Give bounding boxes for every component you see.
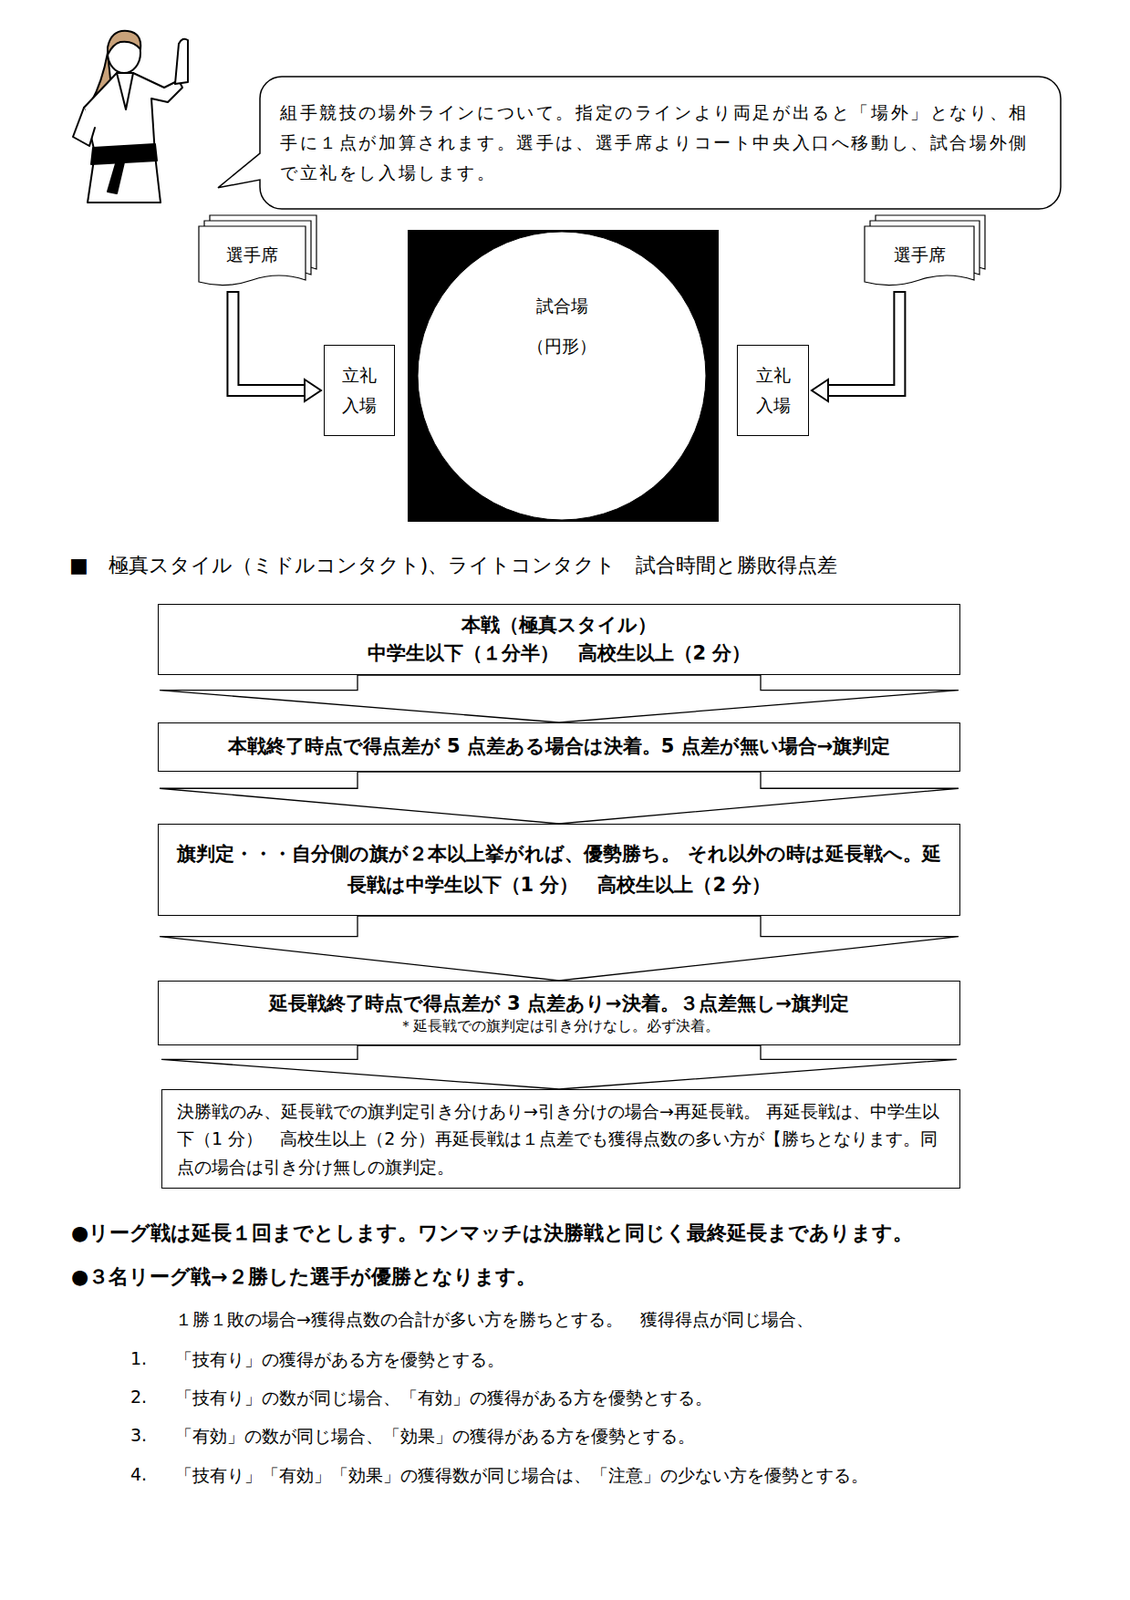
node-text: 立礼 [330,360,389,391]
belt-tail [107,160,125,194]
flow-arrow [159,674,959,723]
node-text: 組手競技の場外ラインについて。指定のラインより両足が出ると「場外」となり、相手に… [279,97,1041,189]
list-number: 3. [130,1424,147,1445]
bullet-note: ●３名リーグ戦→２勝した選手が優勝となります。 [71,1263,537,1291]
node-text: 決勝戦のみ、延長戦での旗判定引き分けあり→引き分けの場合→再延長戦。 再延長戦は… [176,1097,945,1181]
list-number: 2. [130,1386,147,1407]
player-seat: 選手席 [198,226,306,288]
block-arrow [159,674,959,723]
arrow-head [811,379,829,402]
flow-arrow [232,290,322,402]
bow-entry-box: 立礼入場 [323,344,395,436]
flow-box-outline [158,824,962,917]
node-text: 旗判定・・・自分側の旗が２本以上挙がれば、優勢勝ち。 それ以外の時は延長戦へ。延… [176,839,942,901]
footnote-text: ＊延長戦での旗判定は引き分けなし。必ず決着。 [173,1015,945,1037]
flow-box: 本戦（極真スタイル）中学生以下（１分半） 高校生以上（2 分） [157,603,961,675]
bow-entry-box-outline [324,345,396,437]
list-number: 4. [130,1463,147,1484]
karate-figure [72,31,188,203]
player-seat: 選手席 [864,226,975,288]
bullet-note: ●リーグ戦は延長１回までとします。ワンマッチは決勝戦と同じく最終延長まであります… [71,1219,913,1247]
sheet-outline [864,226,975,286]
match-area-circle: 試合場（円形） [415,229,708,522]
node-text: 試合場 [434,286,690,327]
arm [72,107,95,146]
node-text: 選手席 [206,242,299,268]
node-text: 入場 [330,390,389,421]
list-item: 「技有り」の獲得がある方を優勢とする。 [175,1347,505,1372]
node-text: 中学生以下（１分半） 高校生以上（2 分） [173,639,945,669]
bow-entry-box-outline [737,345,810,437]
court-square [407,229,719,522]
hair [107,31,141,55]
node-text: 本戦（極真スタイル） [173,611,945,641]
bow-entry-box: 立礼入場 [736,344,809,436]
flow-arrow [159,915,959,981]
flow-box: 旗判定・・・自分側の旗が２本以上挙がれば、優勢勝ち。 それ以外の時は延長戦へ。延… [157,823,961,916]
flow-box: 本戦終了時点で得点差が 5 点差ある場合は決着。5 点差が無い場合→旗判定 [157,722,961,772]
section-heading: ■ 極真スタイル（ミドルコンタクト)、ライトコンタクト 試合時間と勝敗得点差 [69,551,838,580]
node-text: 延長戦終了時点で得点差が 3 点差あり→決着。３点差無し→旗判定 [173,990,945,1016]
list-number: 1. [130,1347,147,1369]
flow-arrow [159,771,959,824]
node-text: 選手席 [871,242,967,268]
arrow-head [304,379,322,402]
bubble-outline [217,76,1061,209]
note-text: １勝１敗の場合→獲得点数の合計が多い方を勝ちとする。 獲得得点が同じ場合、 [175,1307,814,1332]
arrow-shaft-fill [827,292,900,391]
list-item: 「有効」の数が同じ場合、「効果」の獲得がある方を優勢とする。 [175,1424,695,1449]
arrow-shaft-outline [232,290,305,391]
sheet-outline [198,226,306,286]
block-arrow [159,915,959,981]
list-item: 「技有り」「有効」「効果」の獲得数が同じ場合は、「注意」の少ない方を優勢とする。 [175,1463,869,1488]
speech-bubble: 組手競技の場外ラインについて。指定のラインより両足が出ると「場外」となり、相手に… [259,76,1061,209]
block-arrow [159,771,959,824]
block-arrow [161,1045,957,1089]
node-text: 立礼 [743,360,803,391]
gi-collar [116,72,134,110]
flow-arrow [811,290,900,402]
list-item: 「技有り」の数が同じ場合、「有効」の獲得がある方を優勢とする。 [175,1386,713,1410]
circle-outline [417,231,706,520]
gi-body [83,72,183,203]
raised-hand [175,39,188,84]
node-text: 入場 [743,390,803,421]
black-belt [91,144,157,165]
node-text: （円形） [434,326,690,367]
flow-arrow [161,1045,957,1089]
arrow-shaft-outline [828,290,900,391]
node-text: 本戦終了時点で得点差が 5 点差ある場合は決着。5 点差が無い場合→旗判定 [173,732,945,762]
flow-box: 延長戦終了時点で得点差が 3 点差あり→決着。３点差無し→旗判定＊延長戦での旗判… [157,980,961,1046]
flow-box: 決勝戦のみ、延長戦での旗判定引き分けあり→引き分けの場合→再延長戦。 再延長戦は… [161,1088,961,1189]
arrow-shaft-fill [232,292,306,391]
match-area-circle-outline [415,229,708,522]
